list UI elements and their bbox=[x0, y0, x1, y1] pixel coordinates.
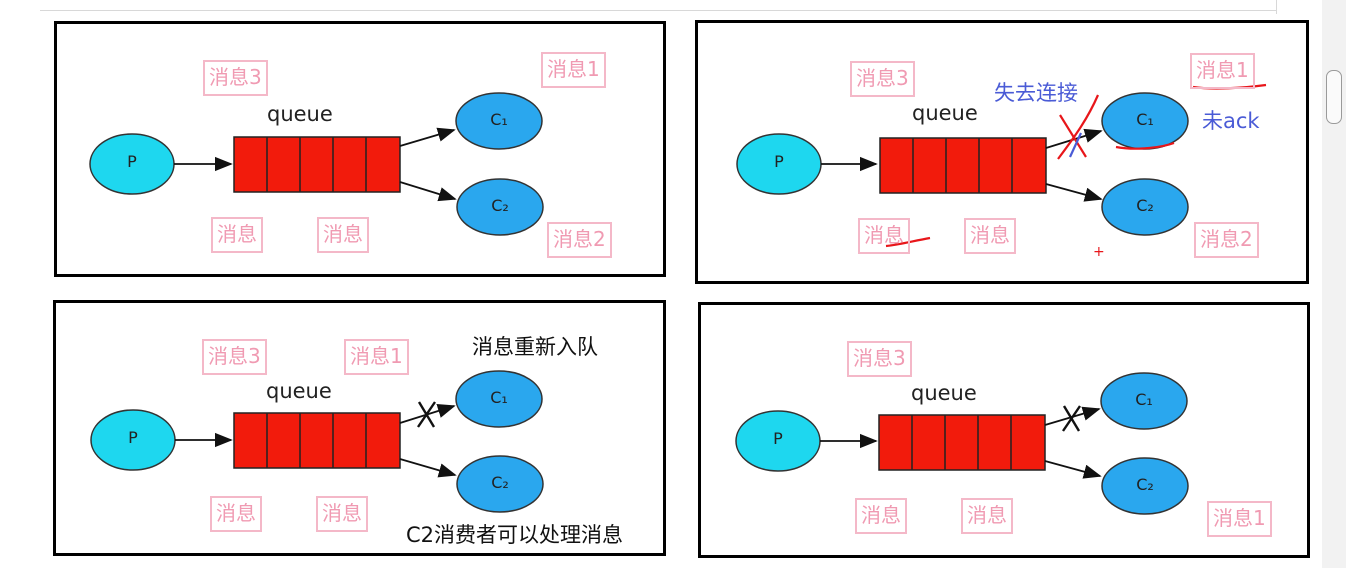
arrow-to-c2 bbox=[1044, 460, 1102, 479]
consumer1-node bbox=[455, 92, 543, 150]
consumer1-node bbox=[1100, 372, 1188, 430]
producer-label: P bbox=[128, 428, 138, 447]
blue-slash-mark bbox=[1069, 132, 1082, 158]
consumer1-label: C₁ bbox=[490, 388, 508, 407]
top-divider bbox=[40, 10, 1276, 11]
producer-label: P bbox=[127, 152, 137, 171]
message1-tag: 消息1 bbox=[1190, 53, 1255, 89]
black-cross-mark bbox=[1062, 405, 1081, 432]
consumer1-node bbox=[455, 370, 543, 428]
arrow-to-c1 bbox=[399, 127, 456, 147]
message-tag-b: 消息 bbox=[961, 498, 1013, 534]
queue-label: queue bbox=[266, 379, 332, 403]
arrow-to-c2 bbox=[1045, 183, 1103, 202]
message-tag-b: 消息 bbox=[317, 217, 369, 253]
queue-box bbox=[879, 137, 1047, 194]
message3-tag: 消息3 bbox=[202, 339, 267, 375]
panel-lost-connection: + P C₁ C₂ queue 消息3 消息1 失去连接 未ack 消息 消息 … bbox=[695, 20, 1309, 284]
requeue-note: 消息重新入队 bbox=[472, 335, 598, 359]
black-cross-mark bbox=[417, 401, 436, 428]
consumer2-node bbox=[456, 455, 544, 513]
consumer2-label: C₂ bbox=[1136, 196, 1154, 215]
queue-label: queue bbox=[267, 102, 333, 126]
consumer2-node bbox=[1101, 178, 1189, 236]
message1-tag: 消息1 bbox=[344, 339, 409, 375]
top-divider-tick bbox=[1276, 0, 1277, 14]
consumer2-label: C₂ bbox=[1136, 475, 1154, 494]
consumer2-node bbox=[456, 178, 544, 236]
producer-label: P bbox=[774, 152, 784, 171]
red-cross-mark bbox=[1057, 94, 1100, 160]
red-underline-msg bbox=[885, 236, 931, 248]
queue-box bbox=[233, 412, 401, 469]
panel-3-diagram bbox=[90, 370, 544, 513]
queue-box bbox=[878, 414, 1046, 471]
message-tag-a: 消息 bbox=[858, 218, 910, 254]
consumer1-label: C₁ bbox=[490, 110, 508, 129]
panel-2-diagram: + bbox=[736, 83, 1267, 260]
vertical-scrollbar[interactable] bbox=[1322, 0, 1346, 568]
panel-4-diagram bbox=[735, 372, 1189, 515]
message-tag-a: 消息 bbox=[211, 217, 263, 253]
message1-tag: 消息1 bbox=[541, 52, 606, 88]
consumer1-label: C₁ bbox=[1136, 110, 1154, 129]
consumer2-node bbox=[1101, 457, 1189, 515]
arrow-to-c2 bbox=[399, 458, 457, 478]
message1-tag: 消息1 bbox=[1207, 501, 1272, 537]
panel-requeue: P C₁ C₂ queue 消息3 消息1 消息重新入队 消息 消息 C2消费者… bbox=[53, 300, 666, 556]
red-plus-mark: + bbox=[1093, 244, 1105, 260]
message3-tag: 消息3 bbox=[203, 60, 268, 96]
panel-1-diagram bbox=[89, 92, 544, 236]
c2-can-process-note: C2消费者可以处理消息 bbox=[406, 523, 624, 547]
message-tag-b: 消息 bbox=[964, 218, 1016, 254]
lost-connection-note: 失去连接 bbox=[994, 81, 1078, 105]
message2-tag: 消息2 bbox=[547, 222, 612, 258]
queue-label: queue bbox=[911, 381, 977, 405]
scrollbar-thumb[interactable] bbox=[1326, 70, 1342, 124]
arrow-to-c2 bbox=[399, 181, 457, 202]
message-tag-a: 消息 bbox=[855, 498, 907, 534]
producer-label: P bbox=[773, 429, 783, 448]
queue-label: queue bbox=[912, 101, 978, 125]
message3-tag: 消息3 bbox=[850, 61, 915, 97]
no-ack-note: 未ack bbox=[1202, 109, 1260, 133]
queue-box bbox=[233, 136, 401, 193]
panel-normal-state: P C₁ C₂ queue 消息3 消息1 消息 消息 消息2 bbox=[54, 21, 666, 277]
panel-redelivered: P C₁ C₂ queue 消息3 消息 消息 消息1 bbox=[698, 302, 1310, 558]
consumer1-label: C₁ bbox=[1135, 390, 1153, 409]
red-underline-c1 bbox=[1115, 141, 1175, 150]
message3-tag: 消息3 bbox=[847, 341, 912, 377]
message-tag-b: 消息 bbox=[316, 496, 368, 532]
message2-tag: 消息2 bbox=[1194, 222, 1259, 258]
consumer2-label: C₂ bbox=[491, 196, 509, 215]
message-tag-a: 消息 bbox=[210, 496, 262, 532]
consumer2-label: C₂ bbox=[491, 473, 509, 492]
